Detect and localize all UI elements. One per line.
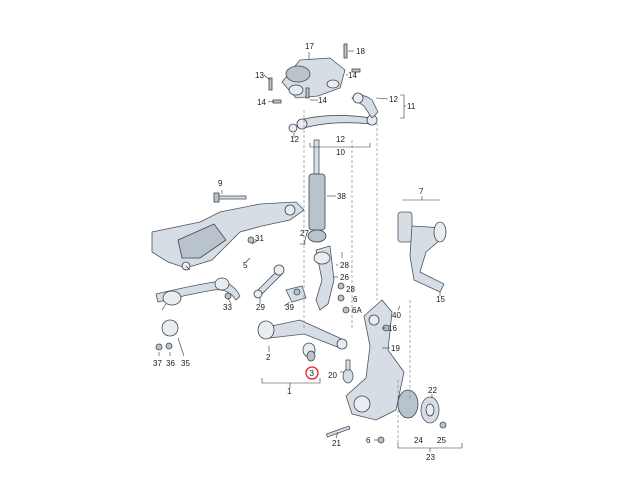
bush-part-3 [306, 350, 316, 362]
part-label-12: 12 [389, 95, 398, 104]
part-label-12: 12 [290, 135, 299, 144]
part-label-28: 28 [340, 261, 349, 270]
part-label-14: 14 [318, 96, 327, 105]
coupling-link-part [253, 264, 307, 303]
upper-control-arm-part [296, 92, 379, 130]
part-label-29: 29 [256, 303, 265, 312]
part-label-2: 2 [266, 353, 271, 362]
part-label-14: 14 [257, 98, 266, 107]
part-label-39: 39 [285, 303, 294, 312]
part-label-6: 6 [353, 295, 358, 304]
strut-fork-part [313, 245, 335, 311]
part-label-33: 33 [223, 303, 232, 312]
part-number-labels: 17 18 14 13 14 14 12 11 12 12 10 38 9 7 … [153, 42, 446, 462]
part-label-6a: 6A [352, 306, 362, 315]
part-label-25: 25 [437, 436, 446, 445]
part-label-31: 31 [255, 234, 264, 243]
part-label-10: 10 [336, 148, 345, 157]
anti-roll-bar-part [155, 277, 241, 306]
part-label-12: 12 [336, 135, 345, 144]
part-label-35: 35 [181, 359, 190, 368]
top-mount-part [281, 57, 346, 99]
subframe-part [151, 201, 305, 271]
part-label-22: 22 [428, 386, 437, 395]
part-label-38: 38 [337, 192, 346, 201]
part-label-28: 28 [346, 285, 355, 294]
part-label-17: 17 [305, 42, 314, 51]
shock-absorber-part [307, 139, 327, 243]
part-label-27: 27 [300, 229, 309, 238]
highlight-ring-part-3 [305, 366, 319, 380]
part-label-40: 40 [392, 311, 401, 320]
bolt-9-part [213, 192, 247, 203]
wheel-knuckle-part [345, 299, 405, 421]
bolt-21-part [325, 425, 351, 438]
part-label-7: 7 [419, 187, 424, 196]
part-label-1: 1 [287, 387, 292, 396]
fasteners-part [155, 43, 447, 444]
part-label-6: 6 [366, 436, 371, 445]
part-label-5: 5 [243, 261, 248, 270]
part-label-15: 15 [436, 295, 445, 304]
bushing-part [288, 123, 298, 133]
leader-lines [158, 50, 463, 452]
part-label-21: 21 [332, 439, 341, 448]
ball-joint-part [342, 359, 354, 384]
part-label-13: 13 [255, 71, 264, 80]
part-label-14: 14 [348, 71, 357, 80]
track-control-arm-part [397, 211, 447, 293]
part-label-23: 23 [426, 453, 435, 462]
part-label-11: 11 [407, 102, 416, 111]
assembly-dashed-lines [303, 110, 411, 445]
part-label-37: 37 [153, 359, 162, 368]
part-label-24: 24 [414, 436, 423, 445]
lower-control-arm-part [257, 319, 348, 358]
part-label-3: 3 [310, 369, 315, 378]
part-label-18: 18 [356, 47, 365, 56]
part-label-19: 19 [391, 344, 400, 353]
part-label-9: 9 [218, 179, 223, 188]
part-label-26: 26 [340, 273, 349, 282]
part-label-36: 36 [166, 359, 175, 368]
part-label-20: 20 [328, 371, 337, 380]
wheel-hub-part [397, 389, 440, 424]
part-label-16: 16 [388, 324, 397, 333]
